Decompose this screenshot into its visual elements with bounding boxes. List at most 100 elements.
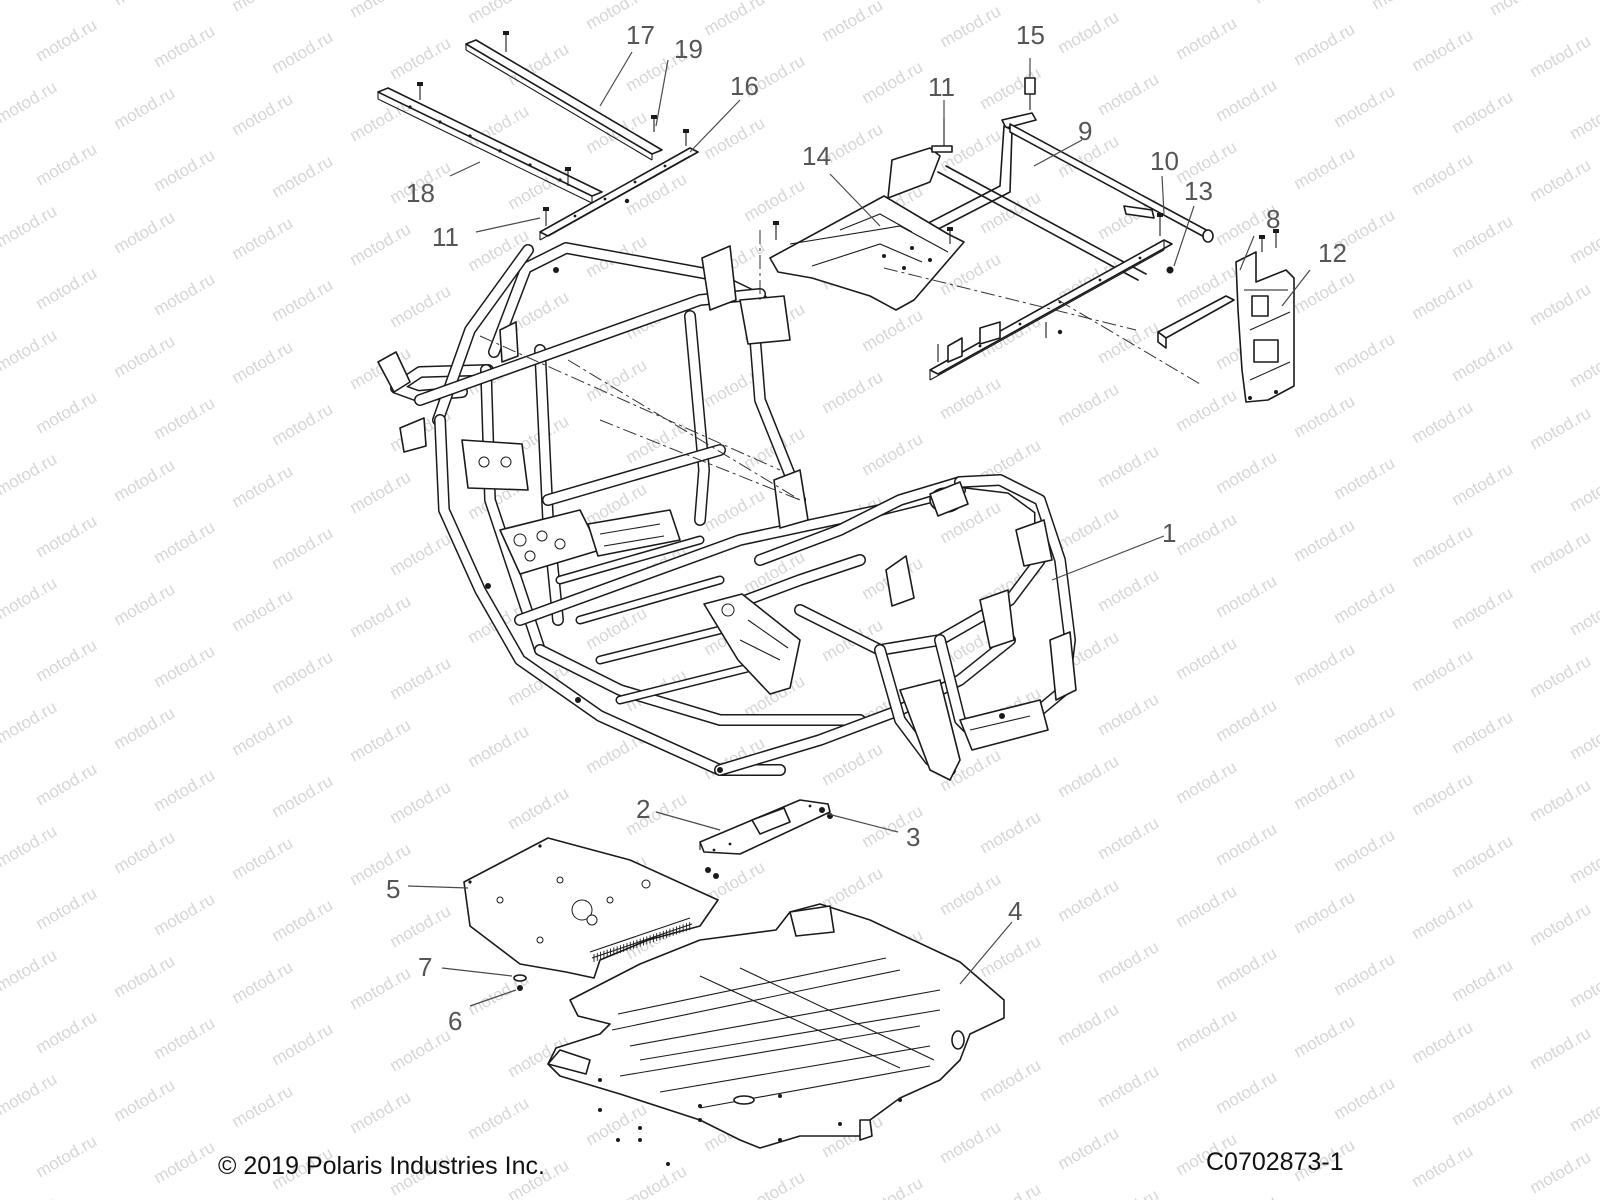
watermark-text: motod.ru xyxy=(1173,1005,1241,1055)
watermark-text: motod.ru xyxy=(387,529,455,579)
watermark-text: motod.ru xyxy=(0,0,60,3)
watermark-text: motod.ru xyxy=(1331,949,1399,999)
watermark-text: motod.ru xyxy=(1567,837,1600,887)
watermark-text: motod.ru xyxy=(33,511,101,561)
part-9-crosstube xyxy=(879,112,1214,281)
watermark-text: motod.ru xyxy=(1291,19,1359,69)
watermark-text: motod.ru xyxy=(1133,0,1201,1)
watermark-text: motod.ru xyxy=(111,455,179,505)
callout-11-upper: 11 xyxy=(928,72,955,102)
part-8-hitch xyxy=(1157,229,1295,403)
callout-17: 17 xyxy=(626,20,655,50)
watermark-text: motod.ru xyxy=(1331,1073,1399,1123)
part-6-bolt xyxy=(517,985,523,991)
watermark-text: motod.ru xyxy=(269,1019,337,1069)
watermark-text: motod.ru xyxy=(229,833,297,883)
watermark-text: motod.ru xyxy=(1173,633,1241,683)
watermark-text: motod.ru xyxy=(1449,583,1517,633)
watermark-text: motod.ru xyxy=(1487,0,1555,19)
watermark-text: motod.ru xyxy=(701,0,769,39)
watermark-text: motod.ru xyxy=(505,783,573,833)
diagram-code: C0702873-1 xyxy=(1206,1148,1344,1176)
watermark-text: motod.ru xyxy=(1055,379,1123,429)
watermark-text: motod.ru xyxy=(623,789,691,839)
callout-11-left: 11 xyxy=(432,222,459,252)
watermark-text: motod.ru xyxy=(229,461,297,511)
watermark-text: motod.ru xyxy=(1095,937,1163,987)
watermark-text: motod.ru xyxy=(1213,819,1281,869)
watermark-text: motod.ru xyxy=(111,703,179,753)
watermark-text: motod.ru xyxy=(0,697,60,747)
watermark-text: motod.ru xyxy=(347,839,415,889)
watermark-text: motod.ru xyxy=(1409,521,1477,571)
callout-3: 3 xyxy=(906,822,920,852)
watermark-text: motod.ru xyxy=(1291,143,1359,193)
watermark-text: motod.ru xyxy=(347,715,415,765)
watermark-text: motod.ru xyxy=(937,1,1005,51)
copyright-notice: © 2019 Polaris Industries Inc. xyxy=(218,1152,545,1180)
watermark-text: motod.ru xyxy=(701,113,769,163)
watermark-text: motod.ru xyxy=(111,83,179,133)
watermark-text: motod.ru xyxy=(1095,565,1163,615)
watermark-text: motod.ru xyxy=(1173,881,1241,931)
watermark-text: motod.ru xyxy=(1331,329,1399,379)
watermark-text: motod.ru xyxy=(741,1167,809,1200)
watermark-text: motod.ru xyxy=(33,15,101,65)
part-14-bracket xyxy=(769,195,965,311)
watermark-text: motod.ru xyxy=(1055,751,1123,801)
watermark-text: motod.ru xyxy=(347,0,415,21)
watermark-text: motod.ru xyxy=(1291,1011,1359,1061)
watermark-text: motod.ru xyxy=(387,901,455,951)
watermark-text: motod.ru xyxy=(151,765,219,815)
callout-10: 10 xyxy=(1150,146,1179,176)
watermark-text: motod.ru xyxy=(1213,943,1281,993)
watermark-text: motod.ru xyxy=(229,585,297,635)
watermark-text: motod.ru xyxy=(859,57,927,107)
watermark-text: motod.ru xyxy=(977,931,1045,981)
watermark-text: motod.ru xyxy=(1291,267,1359,317)
callout-13: 13 xyxy=(1184,176,1213,206)
part-18-rail xyxy=(377,87,603,204)
watermark-text: motod.ru xyxy=(387,33,455,83)
watermark-text: motod.ru xyxy=(33,1007,101,1057)
watermark-text: motod.ru xyxy=(33,883,101,933)
watermark-text: motod.ru xyxy=(229,0,297,15)
watermark-text: motod.ru xyxy=(1449,335,1517,385)
watermark-text: motod.ru xyxy=(269,895,337,945)
watermark-text: motod.ru xyxy=(111,207,179,257)
watermark-text: motod.ru xyxy=(0,1069,60,1119)
watermark-text: motod.ru xyxy=(0,77,60,127)
watermark-text: motod.ru xyxy=(937,1117,1005,1167)
watermark-text: motod.ru xyxy=(977,807,1045,857)
watermark-text: motod.ru xyxy=(347,1087,415,1137)
watermark-text: motod.ru xyxy=(1449,1079,1517,1129)
watermark-text: motod.ru xyxy=(33,1131,101,1181)
watermark-text: motod.ru xyxy=(937,373,1005,423)
watermark-text: motod.ru xyxy=(1449,211,1517,261)
watermark-text: motod.ru xyxy=(1055,875,1123,925)
watermark-text: motod.ru xyxy=(1409,769,1477,819)
watermark-text: motod.ru xyxy=(33,139,101,189)
watermark-text: motod.ru xyxy=(1369,0,1437,13)
watermark-text: motod.ru xyxy=(111,579,179,629)
watermark-text: motod.ru xyxy=(111,0,179,9)
watermark-text: motod.ru xyxy=(1409,1017,1477,1067)
watermark-text: motod.ru xyxy=(1567,341,1600,391)
callout-1: 1 xyxy=(1162,518,1176,548)
watermark-text: motod.ru xyxy=(1409,1141,1477,1191)
watermark-text: motod.ru xyxy=(33,263,101,313)
watermark-text: motod.ru xyxy=(1567,961,1600,1011)
watermark-text: motod.ru xyxy=(1567,713,1600,763)
watermark-text: motod.ru xyxy=(1527,651,1595,701)
watermark-text: motod.ru xyxy=(937,869,1005,919)
watermark-text: motod.ru xyxy=(269,647,337,697)
watermark-text: motod.ru xyxy=(0,573,60,623)
watermark-text: motod.ru xyxy=(1055,7,1123,57)
watermark-text: motod.ru xyxy=(1567,217,1600,267)
watermark-text: motod.ru xyxy=(387,1025,455,1075)
part-4-floorskid xyxy=(547,903,1005,1166)
watermark-text: motod.ru xyxy=(1449,831,1517,881)
watermark-text: motod.ru xyxy=(1213,75,1281,125)
watermark-text: motod.ru xyxy=(1251,0,1319,7)
